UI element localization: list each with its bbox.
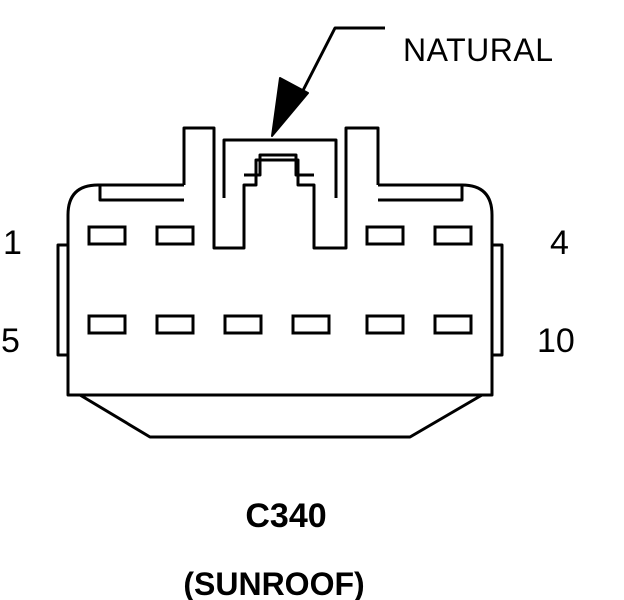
pin-number-bottom-left: 5 <box>1 322 20 360</box>
cavity-6 <box>155 314 195 335</box>
cavity-row-bottom <box>87 314 473 335</box>
cavity-row-top <box>87 225 473 246</box>
connector-id: C340 <box>245 497 326 535</box>
connector-color-label: NATURAL <box>403 32 553 68</box>
pin-number-bottom-right: 10 <box>537 322 575 360</box>
cavity-4 <box>433 225 473 246</box>
cavity-7 <box>223 314 263 335</box>
connector-body <box>56 183 504 439</box>
locking-latch <box>182 126 380 250</box>
cavity-3 <box>365 225 405 246</box>
cavity-9 <box>365 314 405 335</box>
pin-number-top-right: 4 <box>550 224 569 262</box>
cavity-10 <box>433 314 473 335</box>
cavity-1 <box>87 225 127 246</box>
cavity-8 <box>291 314 331 335</box>
cavity-5 <box>87 314 127 335</box>
color-callout-leader <box>271 26 385 137</box>
connector-description: (SUNROOF) <box>183 566 364 600</box>
callout-arrowhead <box>271 77 309 137</box>
pin-number-top-left: 1 <box>3 224 22 262</box>
cavity-2 <box>155 225 195 246</box>
